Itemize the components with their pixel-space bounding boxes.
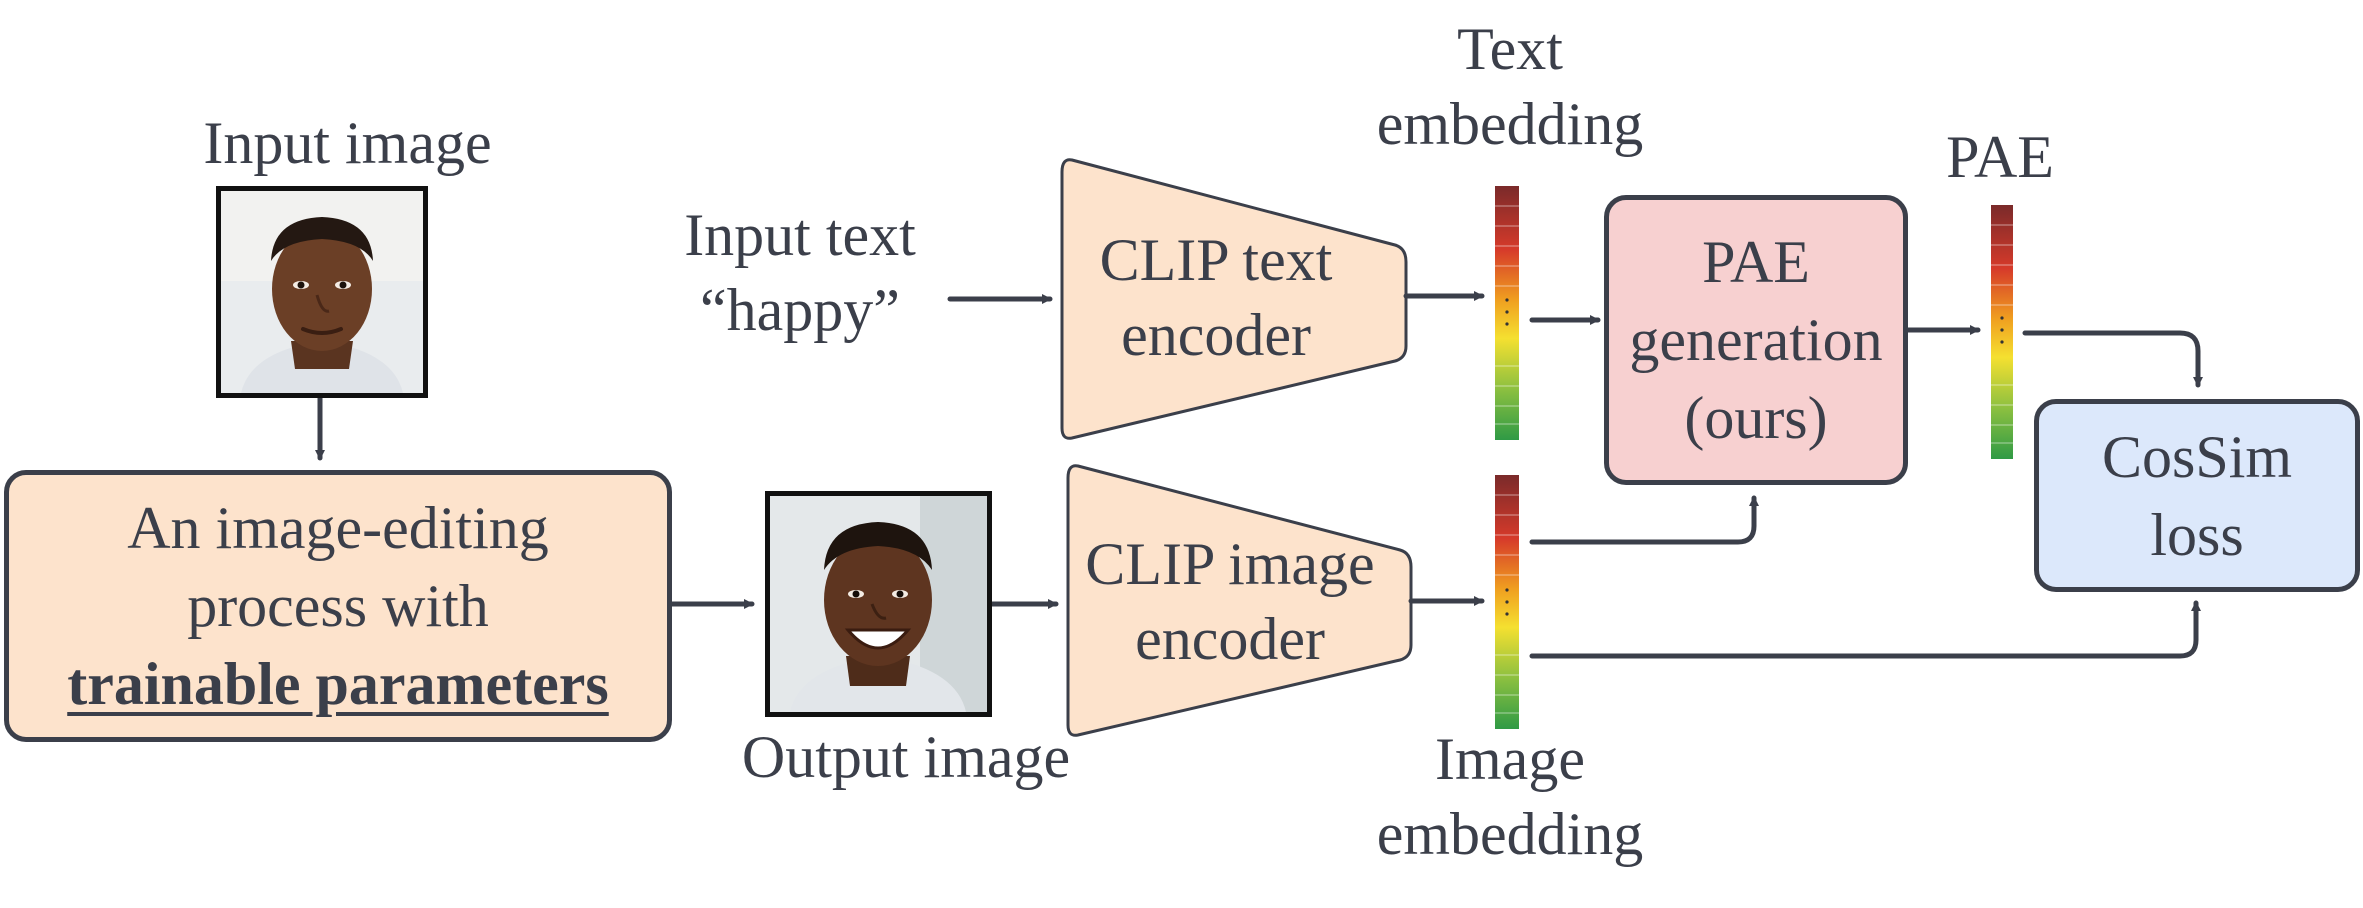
arrow-image-embedding-to-cossim [1529,600,2201,659]
pae-generation-line-2: generation [1629,307,1883,373]
arrow-image-embedding-to-pae-gen [1529,495,1759,545]
clip-image-encoder-label: CLIP image encoder [1060,527,1400,677]
smiling-face-image-icon [770,496,987,712]
text-embedding-label: Text embedding [1360,12,1660,162]
trainable-parameters-label: trainable parameters [67,651,609,717]
pae-bar [1991,205,2013,459]
process-line-1: An image-editing [127,495,549,561]
pae-generation-box: PAE generation (ours) [1604,195,1908,485]
clip-text-encoder-line-2: encoder [1121,302,1311,368]
clip-image-encoder-shape [1066,464,1413,737]
input-text-label: Input text “happy” [650,198,950,348]
process-line-2: process with [187,573,489,639]
cossim-line-2: loss [2150,501,2244,568]
clip-image-encoder-line-1: CLIP image [1085,531,1375,597]
clip-image-encoder-line-2: encoder [1135,606,1325,672]
image-embedding-line-2: embedding [1376,801,1644,867]
text-embedding-line-2: embedding [1376,91,1644,157]
pae-generation-line-3: (ours) [1684,385,1828,451]
text-embedding-bar [1495,186,1519,440]
clip-text-encoder-label: CLIP text encoder [1066,223,1366,373]
image-embedding-line-1: Image [1435,726,1585,792]
input-text-value: “happy” [700,277,900,343]
cossim-loss-box: CosSim loss [2034,399,2360,592]
image-embedding-bar [1495,475,1519,729]
text-embedding-line-1: Text [1457,16,1563,82]
face-image-icon [221,191,423,393]
output-image-label: Output image [741,724,1071,790]
clip-text-encoder-shape [1060,158,1408,440]
pae-generation-line-1: PAE [1702,229,1810,295]
input-image-label: Input image [203,110,492,176]
image-embedding-label: Image embedding [1360,722,1660,872]
output-image [765,491,992,717]
pae-label: PAE [1946,124,2054,190]
clip-text-encoder-line-1: CLIP text [1099,227,1333,293]
cossim-line-1: CosSim [2101,423,2293,490]
input-image [216,186,428,398]
image-editing-process-box: An image-editing process with trainable … [4,470,672,742]
arrow-pae-to-cossim [2022,330,2203,388]
input-text-heading: Input text [684,202,916,268]
